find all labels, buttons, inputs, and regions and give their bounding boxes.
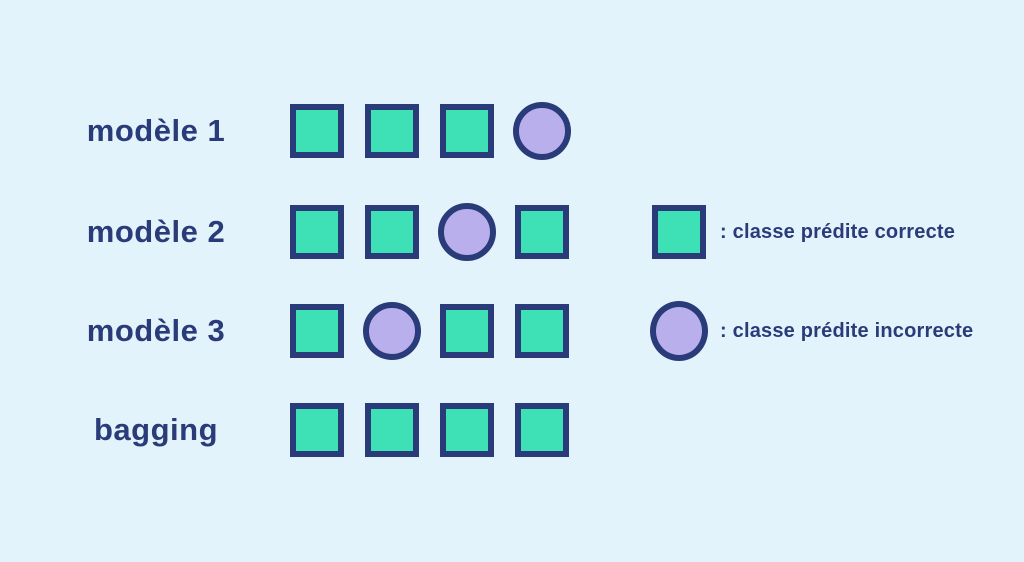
shape-cell (513, 203, 571, 261)
correct-prediction-square-3-3 (515, 403, 569, 457)
correct-prediction-square-2-3 (515, 304, 569, 358)
correct-prediction-square-1-1 (365, 205, 419, 259)
shape-cell (363, 102, 421, 160)
correct-prediction-square-0-0 (290, 104, 344, 158)
legend-item-correct: : classe prédite correcte (650, 203, 955, 261)
incorrect-prediction-circle-0-3 (513, 102, 571, 160)
shape-cell (438, 302, 496, 360)
correct-prediction-square-legend-0 (652, 205, 706, 259)
shape-cell (438, 102, 496, 160)
prediction-shapes (288, 302, 571, 360)
prediction-shapes (288, 203, 571, 261)
row-label: modèle 2 (86, 214, 226, 249)
legend-label: : classe prédite incorrecte (720, 319, 974, 342)
shape-cell (363, 401, 421, 459)
incorrect-prediction-circle-2-1 (363, 302, 421, 360)
shape-cell (288, 102, 346, 160)
incorrect-prediction-circle-1-2 (438, 203, 496, 261)
shape-cell (513, 401, 571, 459)
correct-prediction-square-2-0 (290, 304, 344, 358)
correct-prediction-square-0-2 (440, 104, 494, 158)
shape-cell (650, 203, 708, 261)
correct-prediction-square-1-0 (290, 205, 344, 259)
prediction-shapes (288, 102, 571, 160)
correct-prediction-square-0-1 (365, 104, 419, 158)
row-label: bagging (93, 412, 219, 447)
shape-cell (363, 203, 421, 261)
shape-cell (288, 401, 346, 459)
correct-prediction-square-3-1 (365, 403, 419, 457)
shape-cell (288, 203, 346, 261)
correct-prediction-square-1-3 (515, 205, 569, 259)
shape-cell (513, 102, 571, 160)
shape-cell (363, 302, 421, 360)
legend-item-incorrect: : classe prédite incorrecte (650, 301, 974, 361)
shape-cell (438, 203, 496, 261)
correct-prediction-square-3-0 (290, 403, 344, 457)
incorrect-prediction-circle-legend-1 (650, 301, 708, 361)
shape-cell (650, 301, 708, 361)
shape-cell (513, 302, 571, 360)
row-label: modèle 3 (86, 313, 226, 348)
correct-prediction-square-3-2 (440, 403, 494, 457)
prediction-shapes (288, 401, 571, 459)
shape-cell (288, 302, 346, 360)
correct-prediction-square-2-2 (440, 304, 494, 358)
row-label: modèle 1 (86, 113, 226, 148)
legend-label: : classe prédite correcte (720, 220, 956, 243)
shape-cell (438, 401, 496, 459)
